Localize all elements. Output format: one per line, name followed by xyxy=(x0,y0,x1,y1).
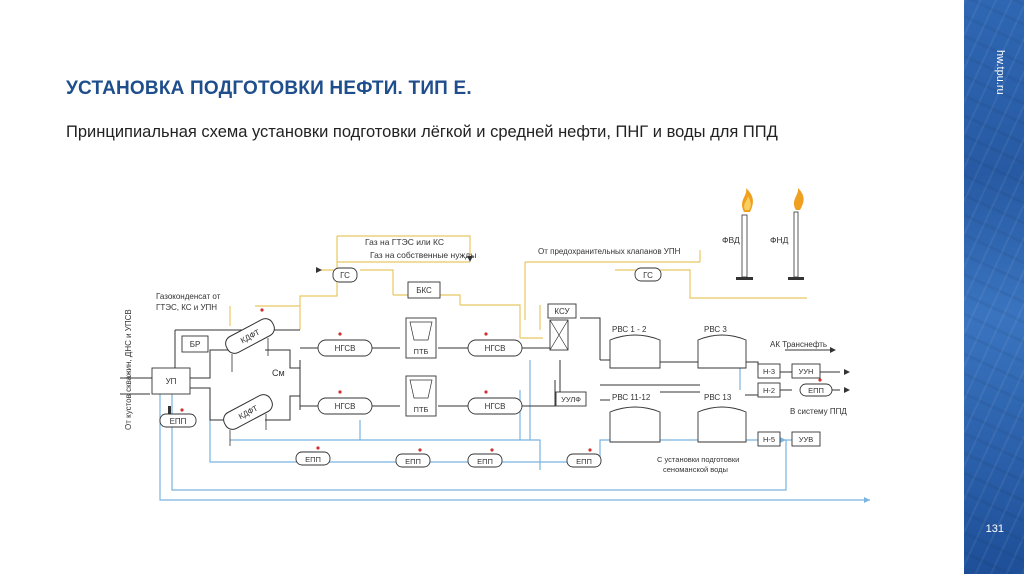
label-to-ppd: В систему ППД xyxy=(790,407,847,416)
svg-text:НГСВ: НГСВ xyxy=(335,344,356,353)
svg-text:ЕПП: ЕПП xyxy=(170,417,187,426)
label-from-senoman-2: сеноманской воды xyxy=(663,465,728,474)
svg-text:ПТБ: ПТБ xyxy=(414,405,429,414)
svg-text:ЕПП: ЕПП xyxy=(405,457,421,466)
kdft-top: КДФТ xyxy=(225,318,275,354)
epp-bottom-2: ЕПП xyxy=(395,453,431,468)
gas-separator-left: ГС xyxy=(332,267,358,283)
ngsv-2: НГСВ xyxy=(317,397,373,415)
gas-separator-right: ГС xyxy=(634,267,662,282)
svg-text:ГС: ГС xyxy=(643,271,653,280)
svg-text:УУЛФ: УУЛФ xyxy=(561,395,581,404)
svg-text:УУН: УУН xyxy=(799,367,814,376)
water-arrows xyxy=(780,437,870,503)
label-from-wells: От кустов скважин, ДНС и УПСВ xyxy=(124,309,133,430)
up-unit: УП xyxy=(151,367,191,395)
label-gascond-2: ГТЭС, КС и УПН xyxy=(156,303,217,312)
svg-text:Н-5: Н-5 xyxy=(763,435,775,444)
flare-fnd xyxy=(788,188,804,280)
ngsv-1: НГСВ xyxy=(317,339,373,357)
ksu-unit: КСУ xyxy=(547,303,577,351)
side-band: hw.tpu.ru 131 xyxy=(964,0,1024,574)
site-url: hw.tpu.ru xyxy=(994,50,1006,95)
gas-lines xyxy=(229,235,807,339)
label-fvd: ФВД xyxy=(722,235,740,245)
uun-unit: УУН xyxy=(791,363,821,379)
slide-subtitle: Принципиальная схема установки подготовк… xyxy=(66,123,778,141)
svg-text:ЕПП: ЕПП xyxy=(576,457,592,466)
svg-text:РВС 11-12: РВС 11-12 xyxy=(612,393,651,402)
ptb-bottom: ПТБ xyxy=(405,375,437,417)
label-gas-own-needs: Газ на собственные нужды xyxy=(370,250,476,260)
label-from-senoman-1: С установки подготовки xyxy=(657,455,739,464)
ngsv-4: НГСВ xyxy=(467,397,523,415)
kdft-bottom: КДФТ xyxy=(223,394,273,430)
ptb-top: ПТБ xyxy=(405,317,437,359)
svg-text:Н-2: Н-2 xyxy=(763,386,775,395)
label-from-valves: От предохранительных клапанов УПН xyxy=(538,247,681,256)
svg-text:БР: БР xyxy=(190,340,201,349)
svg-text:ЕПП: ЕПП xyxy=(477,457,493,466)
pump-n3: Н-3 xyxy=(757,363,781,379)
flow-arrows xyxy=(316,256,850,393)
safety-valve-marks xyxy=(180,308,822,452)
kdft-bottom-legs xyxy=(229,414,267,446)
bks-unit: БКС xyxy=(407,281,441,299)
label-gas-to-gtes: Газ на ГТЭС или КС xyxy=(365,237,444,247)
label-gascond-1: Газоконденсат от xyxy=(156,292,221,301)
svg-text:ЕПП: ЕПП xyxy=(305,455,321,464)
svg-text:ГС: ГС xyxy=(340,271,350,280)
tank-rvs-1112: РВС 11-12 xyxy=(609,393,661,443)
svg-text:РВС 3: РВС 3 xyxy=(704,325,727,334)
svg-text:НГСВ: НГСВ xyxy=(485,344,506,353)
process-flow-diagram: Газ на ГТЭС или КС Газ на собственные ну… xyxy=(120,188,870,503)
epp-bottom-4: ЕПП xyxy=(566,453,602,468)
svg-text:УУВ: УУВ xyxy=(799,435,814,444)
epp-right: ЕПП xyxy=(799,383,833,397)
epp-bottom-1: ЕПП xyxy=(295,451,331,466)
svg-text:РВС 1 - 2: РВС 1 - 2 xyxy=(612,325,647,334)
svg-text:НГСВ: НГСВ xyxy=(485,402,506,411)
label-ak-transneft: АК Транснефть xyxy=(770,340,827,349)
svg-text:БКС: БКС xyxy=(416,286,432,295)
svg-text:УП: УП xyxy=(166,377,177,386)
page-number: 131 xyxy=(985,523,1004,535)
epp-bottom-3: ЕПП xyxy=(467,453,503,468)
label-fnd: ФНД xyxy=(770,235,789,245)
flare-fvd xyxy=(736,188,753,280)
svg-text:РВС 13: РВС 13 xyxy=(704,393,732,402)
pump-n5: Н-5 xyxy=(757,431,781,447)
svg-text:ЕПП: ЕПП xyxy=(808,386,824,395)
svg-text:НГСВ: НГСВ xyxy=(335,402,356,411)
pump-n2: Н-2 xyxy=(757,382,781,398)
br-unit: БР xyxy=(181,335,209,353)
label-mixer: См xyxy=(272,368,285,378)
ngsv-3: НГСВ xyxy=(467,339,523,357)
band-texture xyxy=(964,0,1024,574)
tank-rvs-3: РВС 3 xyxy=(697,325,747,369)
tank-rvs-12: РВС 1 - 2 xyxy=(609,325,661,369)
slide-title: УСТАНОВКА ПОДГОТОВКИ НЕФТИ. ТИП Е. xyxy=(66,78,472,99)
uulf-unit: УУЛФ xyxy=(555,391,587,407)
svg-text:ПТБ: ПТБ xyxy=(414,347,429,356)
tank-rvs-13: РВС 13 xyxy=(697,393,747,443)
uuv-unit: УУВ xyxy=(791,431,821,447)
epp-main: ЕПП xyxy=(159,406,197,428)
kdft-top-legs xyxy=(231,338,269,372)
svg-text:Н-3: Н-3 xyxy=(763,367,775,376)
svg-text:КСУ: КСУ xyxy=(554,307,570,316)
water-lines xyxy=(159,360,870,501)
